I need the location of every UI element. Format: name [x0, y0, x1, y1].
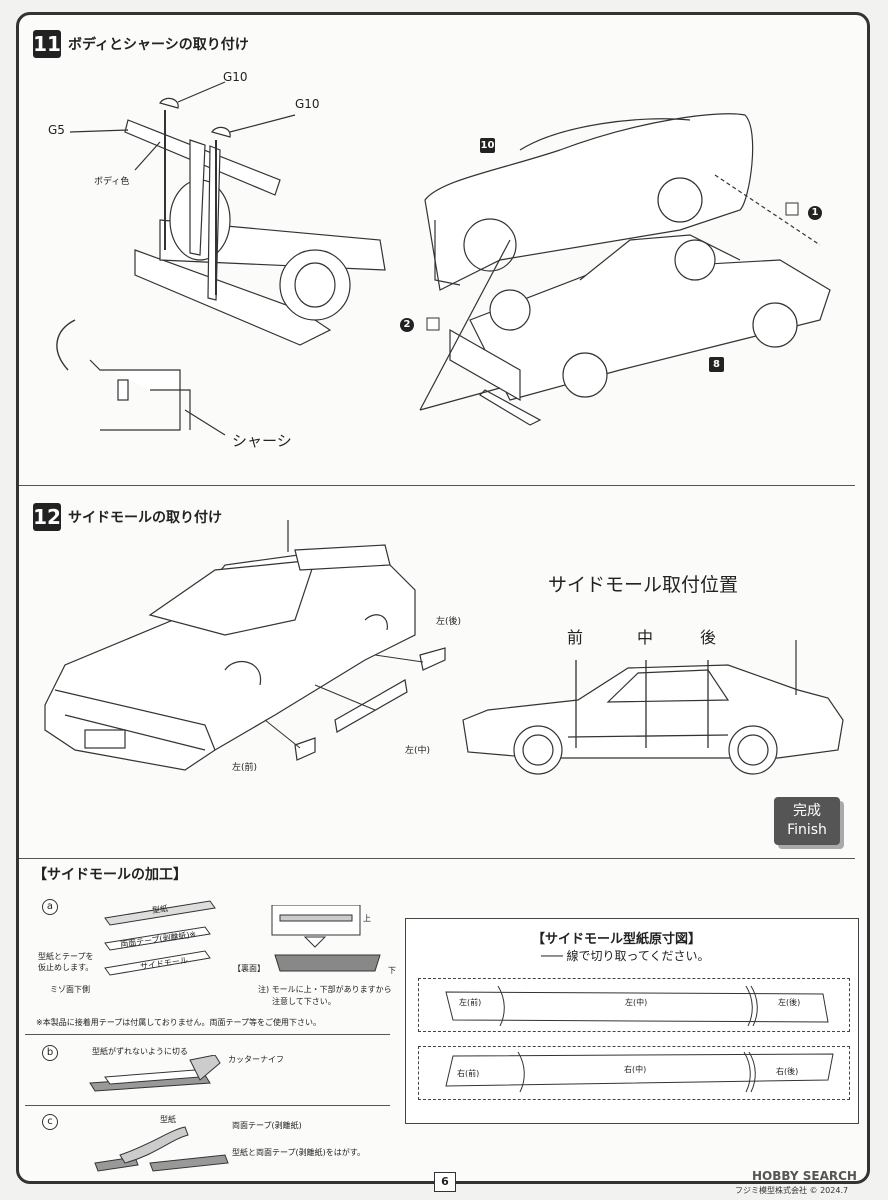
marker-b: b — [42, 1045, 58, 1061]
divider-step12 — [19, 858, 855, 859]
label-down: 下 — [388, 966, 396, 975]
step-12-title: サイドモールの取り付け — [68, 510, 222, 526]
g10-label-a: G10 — [223, 70, 248, 84]
copyright: フジミ模型株式会社 © 2024.7 — [735, 1186, 849, 1195]
g5-label: G5 — [48, 123, 65, 137]
step-11-illustration — [56, 81, 831, 436]
peel-diagram — [94, 1126, 229, 1172]
template-title: 【サイドモール型紙原寸図】 — [532, 932, 702, 947]
template-left-rear: 左(後) — [778, 998, 801, 1007]
molding-label-left-front: 左(前) — [232, 763, 258, 773]
note-temp-fix-1: 型紙とテープを — [38, 952, 94, 961]
note-temp-fix-2: 仮止めします。 — [38, 963, 94, 972]
template-left-strip — [418, 978, 850, 1032]
template-left-outline — [445, 985, 829, 1026]
marker-c: c — [42, 1114, 58, 1130]
part-badge-10: 10 — [480, 138, 495, 153]
step-11-number: 11 — [33, 30, 61, 58]
divider-step11 — [19, 485, 855, 486]
template-subtitle: ─── 線で切り取ってください。 — [541, 949, 710, 963]
g10-label-b: G10 — [295, 97, 320, 111]
divider-b — [25, 1105, 390, 1106]
position-front: 前 — [567, 628, 584, 647]
position-title: サイドモール取付位置 — [548, 574, 739, 596]
body-color-label: ボディ色 — [94, 177, 130, 187]
note-orientation-2: 注意して下さい。 — [272, 997, 336, 1006]
template-right-front: 右(前) — [457, 1069, 480, 1078]
molding-label-left-rear: 左(後) — [436, 617, 462, 627]
marker-1: 1 — [808, 206, 822, 220]
note-orientation-1: 注) モールに上・下部がありますから — [258, 985, 392, 994]
divider-a — [25, 1034, 390, 1035]
side-view-car-illustration — [462, 640, 844, 775]
c-peel: 型紙と両面テープ(剥離紙)をはがす。 — [232, 1148, 365, 1157]
position-mid: 中 — [637, 628, 654, 647]
marker-a: a — [42, 899, 58, 915]
cutter-label: カッターナイフ — [228, 1055, 284, 1064]
layer-pattern: 型紙 — [151, 903, 169, 916]
chassis-label: シャーシ — [232, 432, 292, 450]
label-back: 【裏面】 — [233, 964, 265, 973]
cut-note: 型紙がずれないように切る — [92, 1047, 188, 1056]
template-left-mid: 左(中) — [625, 998, 648, 1007]
position-rear: 後 — [700, 628, 717, 647]
note-groove: ミゾ面下側 — [50, 985, 90, 994]
marker-2: 2 — [400, 318, 414, 332]
template-left-front: 左(前) — [459, 998, 482, 1007]
step-12-number: 12 — [33, 503, 61, 531]
footnote-tape: ※本製品に接着用テープは付属しておりません。両面テープ等をご使用下さい。 — [36, 1018, 322, 1027]
processing-title: 【サイドモールの加工】 — [33, 867, 187, 883]
c-tape: 両面テープ(剥離紙) — [232, 1121, 302, 1130]
molding-orientation-diagram — [271, 905, 381, 972]
step-12-car-illustration — [44, 520, 446, 771]
template-right-strip — [418, 1046, 850, 1100]
c-pattern: 型紙 — [160, 1115, 176, 1124]
label-up: 上 — [363, 914, 371, 923]
template-right-mid: 右(中) — [624, 1065, 647, 1074]
page-number: 6 — [434, 1172, 456, 1192]
step-11-title: ボディとシャーシの取り付け — [68, 37, 249, 53]
finish-jp: 完成 — [793, 803, 821, 819]
cut-diagram — [89, 1055, 221, 1092]
template-right-outline — [445, 1051, 834, 1093]
part-badge-8: 8 — [709, 357, 724, 372]
processing-a-layers — [104, 900, 216, 976]
molding-label-left-mid: 左(中) — [405, 746, 431, 756]
watermark-brand: HOBBY SEARCH — [752, 1169, 857, 1183]
finish-en: Finish — [787, 822, 827, 838]
template-right-rear: 右(後) — [776, 1067, 799, 1076]
finish-badge: 完成 Finish — [774, 797, 840, 845]
